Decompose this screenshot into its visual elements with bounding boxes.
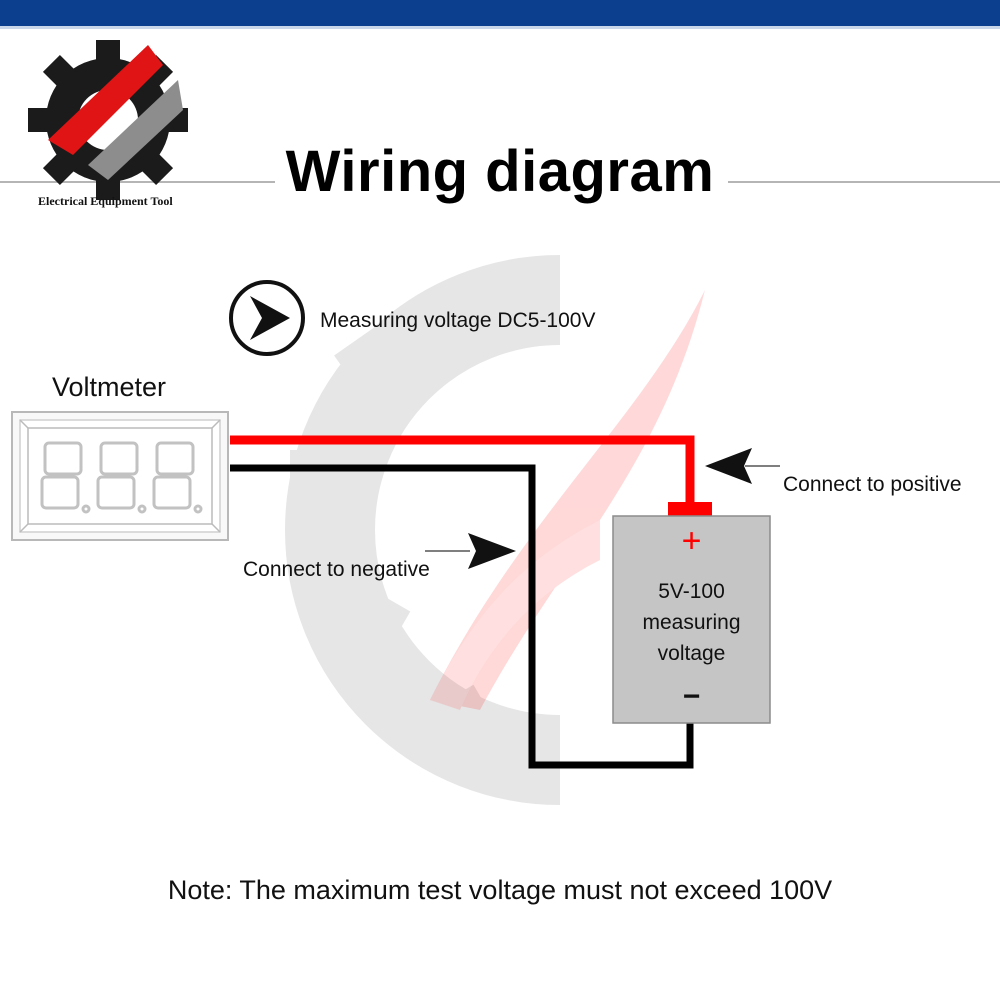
max-voltage-note: Note: The maximum test voltage must not … bbox=[167, 875, 833, 905]
digit-8-icon bbox=[96, 441, 147, 514]
brand-logo bbox=[28, 40, 188, 200]
battery-minus-symbol: − bbox=[682, 680, 701, 713]
battery-line-2: measuring bbox=[642, 611, 741, 634]
measuring-range-label: Measuring voltage DC5-100V bbox=[320, 309, 596, 332]
digit-8-icon bbox=[152, 441, 203, 514]
negative-pointer-arrow bbox=[425, 533, 516, 569]
battery-line-3: voltage bbox=[657, 642, 726, 665]
positive-pointer-arrow bbox=[705, 448, 780, 484]
top-bar-accent bbox=[0, 26, 1000, 29]
battery-plus-symbol: + bbox=[681, 522, 702, 560]
digit-8-icon bbox=[40, 441, 91, 514]
top-bar bbox=[0, 0, 1000, 26]
brand-name: Electrical Equipment Tool bbox=[38, 194, 173, 208]
arrow-circle-icon bbox=[229, 280, 305, 356]
connect-negative-label: Connect to negative bbox=[243, 558, 430, 581]
positive-wire bbox=[230, 435, 695, 505]
page-title: Wiring diagram bbox=[285, 139, 715, 204]
negative-wire bbox=[230, 464, 694, 769]
connect-positive-label: Connect to positive bbox=[783, 473, 962, 496]
title-rule-right bbox=[728, 181, 1000, 183]
battery-line-1: 5V-100 bbox=[658, 580, 725, 603]
voltmeter-label: Voltmeter bbox=[52, 372, 167, 402]
voltmeter-display bbox=[11, 411, 229, 541]
title-rule-left bbox=[0, 181, 275, 183]
battery bbox=[612, 502, 771, 724]
